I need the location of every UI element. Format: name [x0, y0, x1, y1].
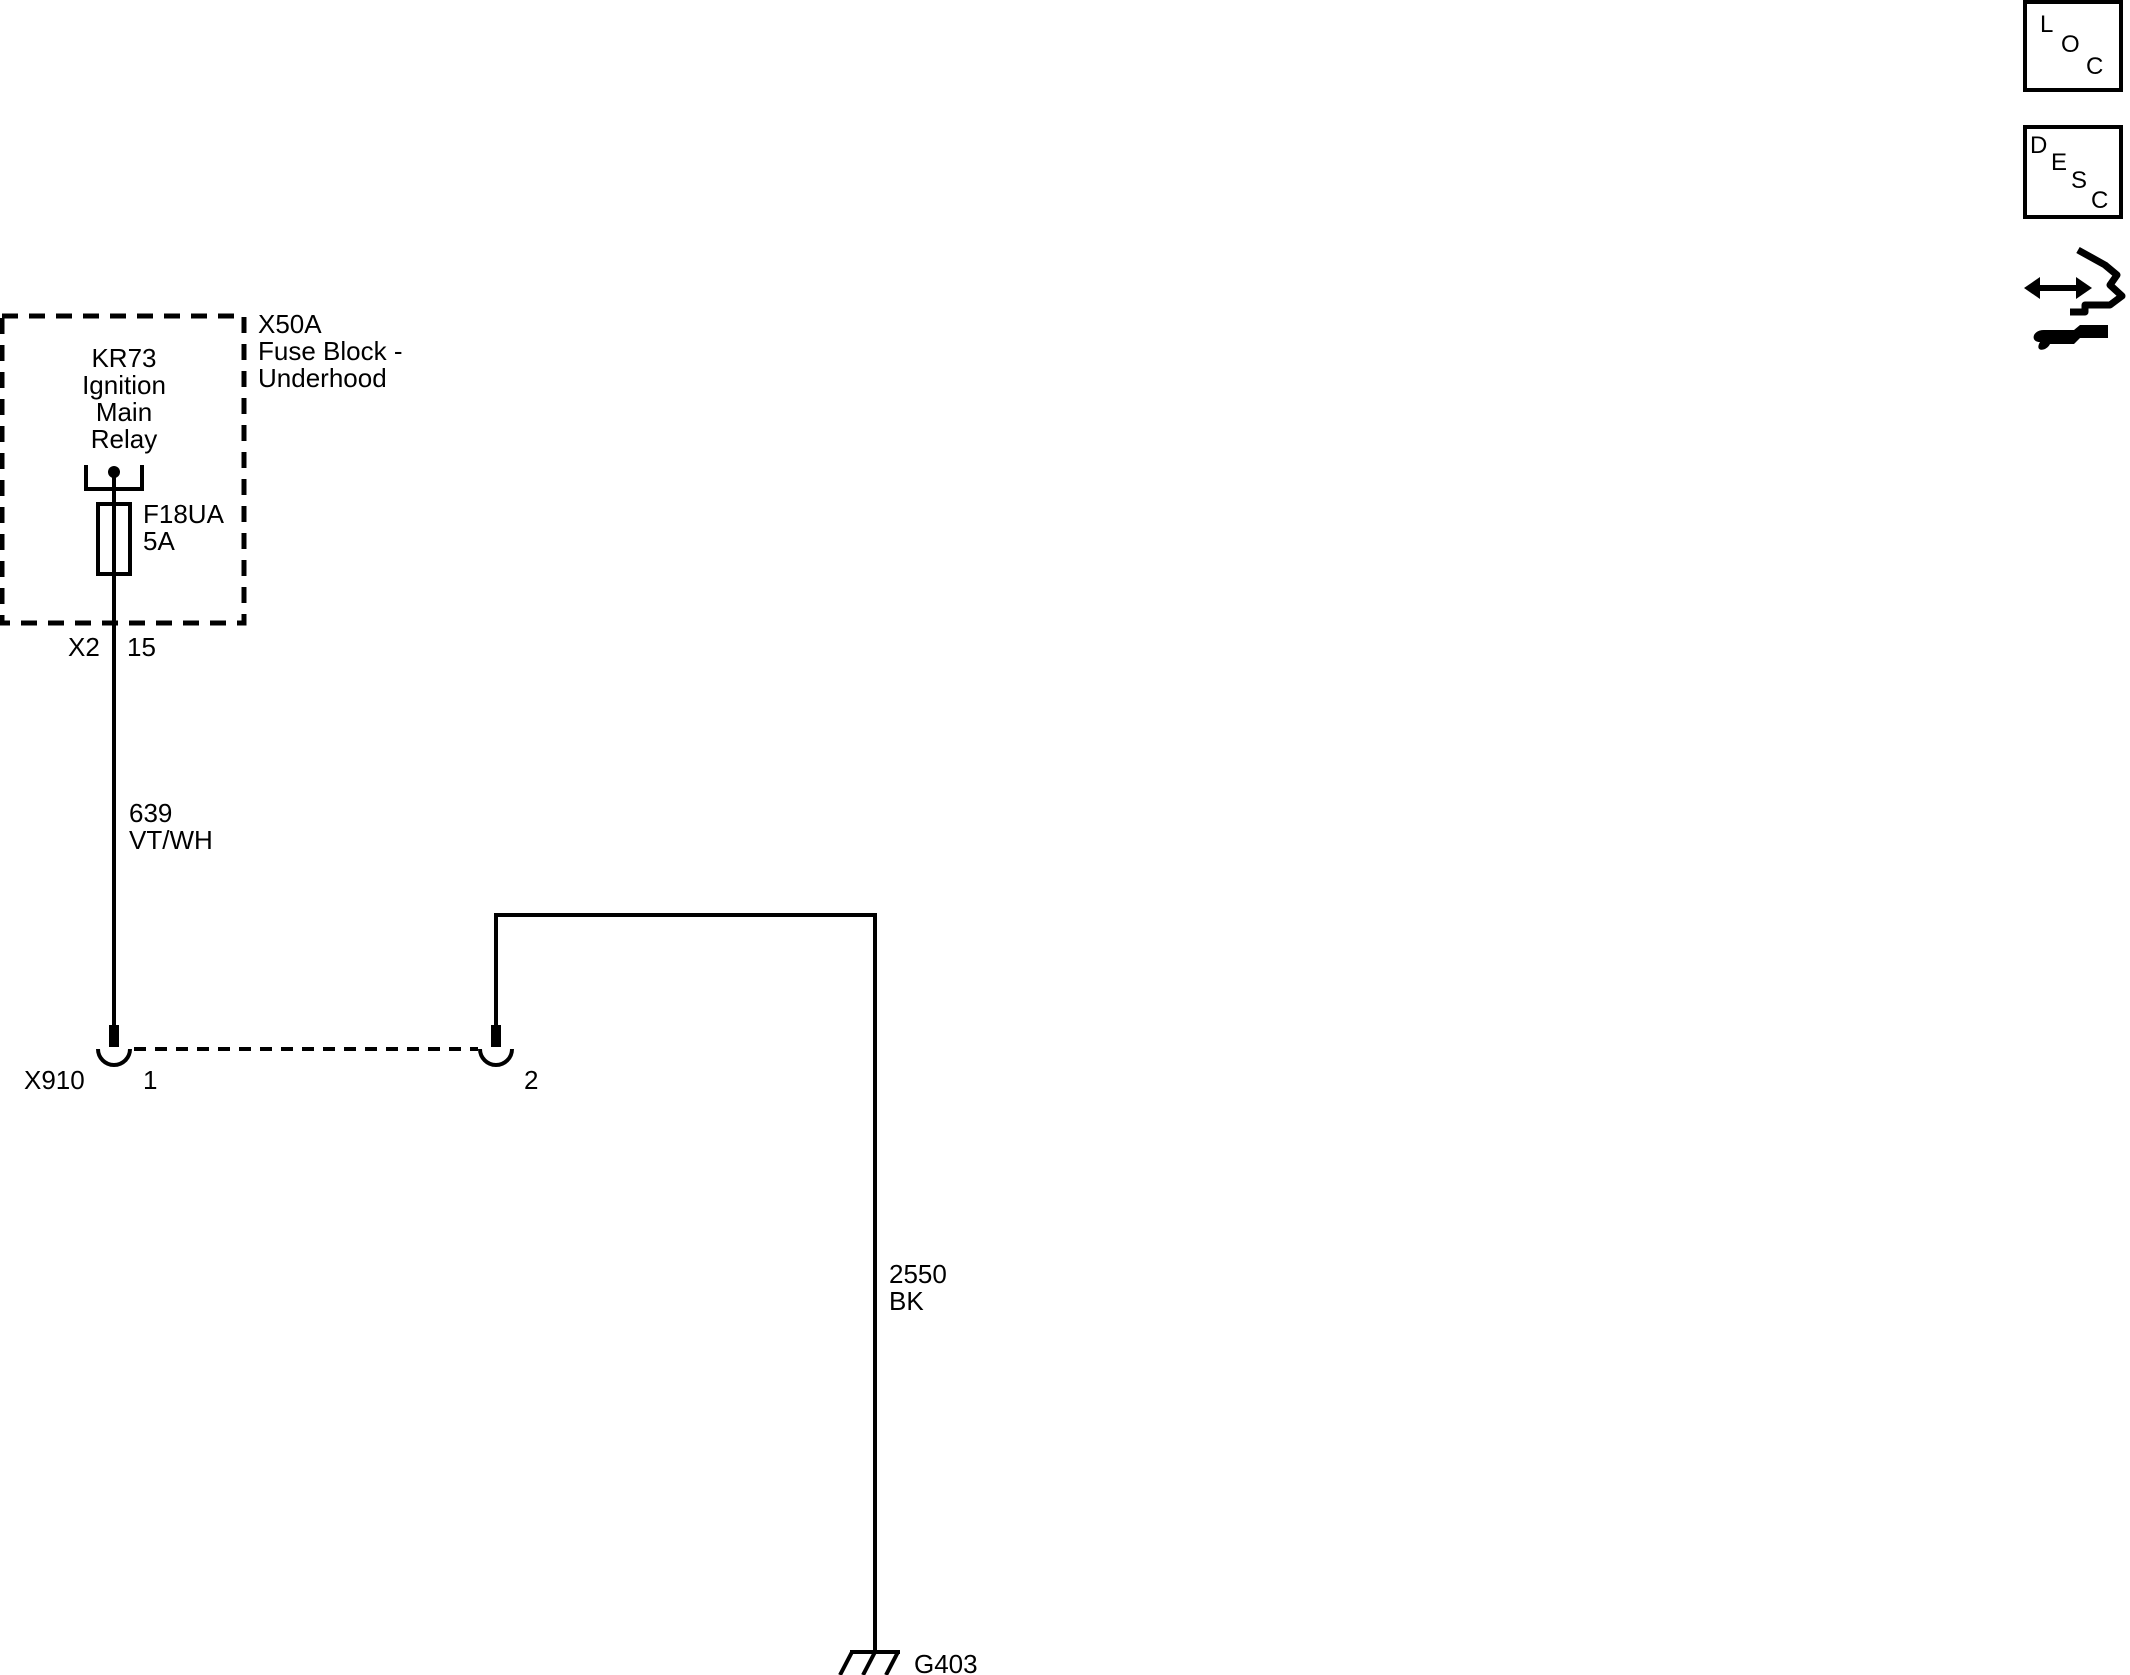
fuse-block-outline — [0, 313, 247, 626]
fuse-block-connector: X2 — [68, 632, 100, 662]
fuse-block-name-line2: Underhood — [258, 363, 387, 393]
fuse-block-id: X50A — [258, 309, 322, 339]
fuse-block-name-line1: Fuse Block - — [258, 336, 403, 366]
loc-letter-3: C — [2086, 53, 2103, 80]
fuse-block-pin: 15 — [127, 632, 156, 662]
connector-x910-pin1 — [96, 1025, 132, 1067]
connector-x910-id: X910 — [24, 1065, 85, 1095]
relay-contact-symbol — [84, 465, 144, 504]
fuse-symbol — [96, 502, 132, 576]
desc-letter-2: E — [2051, 149, 2067, 176]
fuse-id: F18UA — [143, 499, 225, 529]
relay-label-line2: Ignition — [82, 370, 166, 400]
desc-letter-3: S — [2071, 167, 2087, 194]
desc-letter-4: C — [2091, 187, 2108, 214]
fuse-rating: 5A — [143, 526, 175, 556]
desc-letter-1: D — [2030, 132, 2047, 159]
wire-639-circuit: 639 — [129, 798, 172, 828]
loc-letter-1: L — [2040, 11, 2053, 38]
loc-letter-2: O — [2061, 31, 2080, 58]
relay-label-line4: Relay — [91, 424, 157, 454]
wire-2550-color: BK — [889, 1286, 924, 1316]
wire-2550 — [494, 913, 877, 1650]
description-icon[interactable]: D E S C — [2023, 125, 2123, 219]
connector-x910-pin-a: 1 — [143, 1065, 157, 1095]
connector-x910-pin2 — [478, 1025, 514, 1067]
connector-repair-icon[interactable] — [2024, 246, 2126, 350]
ground-symbol — [838, 1650, 900, 1675]
location-icon[interactable]: L O C — [2023, 0, 2123, 92]
relay-label: KR73 Ignition Main Relay — [82, 343, 166, 454]
relay-label-line1: KR73 — [91, 343, 156, 373]
connector-x910-pin-b: 2 — [524, 1065, 538, 1095]
wire-2550-circuit: 2550 — [889, 1259, 947, 1289]
wire-639-color: VT/WH — [129, 825, 213, 855]
relay-label-line3: Main — [96, 397, 152, 427]
ground-id: G403 — [914, 1649, 978, 1675]
